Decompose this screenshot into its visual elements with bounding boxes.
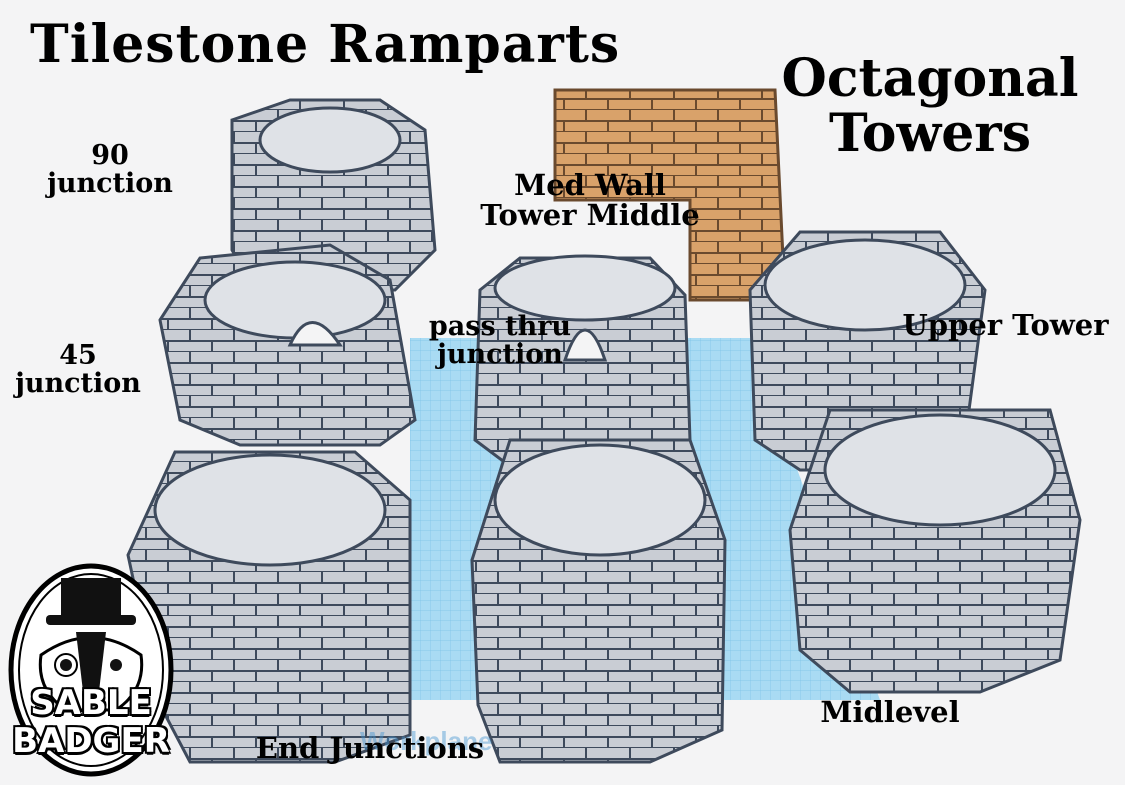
workplane-label: Workplane xyxy=(360,726,493,756)
tower-45-junction xyxy=(158,243,417,447)
label-midlevel: Midlevel xyxy=(820,695,960,729)
logo-line-1: SABLE xyxy=(30,683,152,723)
logo-line-2: BADGER xyxy=(12,721,170,761)
label-upper-tower: Upper Tower xyxy=(902,308,1109,342)
label-45-line-1: 45 xyxy=(59,340,97,371)
label-pass-line-2: junction xyxy=(437,339,563,371)
page-title: Tilestone Ramparts xyxy=(30,14,621,75)
label-90-line-2: junction xyxy=(47,168,173,200)
label-45-junction: 45 junction xyxy=(8,340,148,400)
label-90-junction: 90 junction xyxy=(40,140,180,200)
label-med-line-2: Tower Middle xyxy=(480,198,700,233)
label-45-line-2: junction xyxy=(15,368,141,400)
label-pass-line-1: pass thru xyxy=(428,311,572,342)
label-90-line-1: 90 xyxy=(91,140,129,171)
label-end-junctions: End Junctions xyxy=(255,731,485,765)
page-subtitle: Octagonal Towers xyxy=(770,48,1090,164)
label-pass-thru: pass thru junction xyxy=(410,311,590,371)
badger-emblem-icon xyxy=(8,563,174,777)
tower-med-wall-middle xyxy=(553,88,787,302)
sable-badger-logo: SABLE BADGER xyxy=(6,560,176,780)
tower-end-junction-right xyxy=(470,438,727,764)
tower-end-junction-left xyxy=(126,450,412,764)
tower-midlevel xyxy=(788,408,1082,694)
tower-pass-thru-junction xyxy=(473,254,692,472)
subtitle-line-2: Towers xyxy=(829,102,1031,164)
subtitle-line-1: Octagonal xyxy=(781,48,1079,109)
tower-90-junction xyxy=(230,98,437,292)
label-med-wall: Med Wall Tower Middle xyxy=(470,170,710,231)
label-med-line-1: Med Wall xyxy=(514,168,666,202)
